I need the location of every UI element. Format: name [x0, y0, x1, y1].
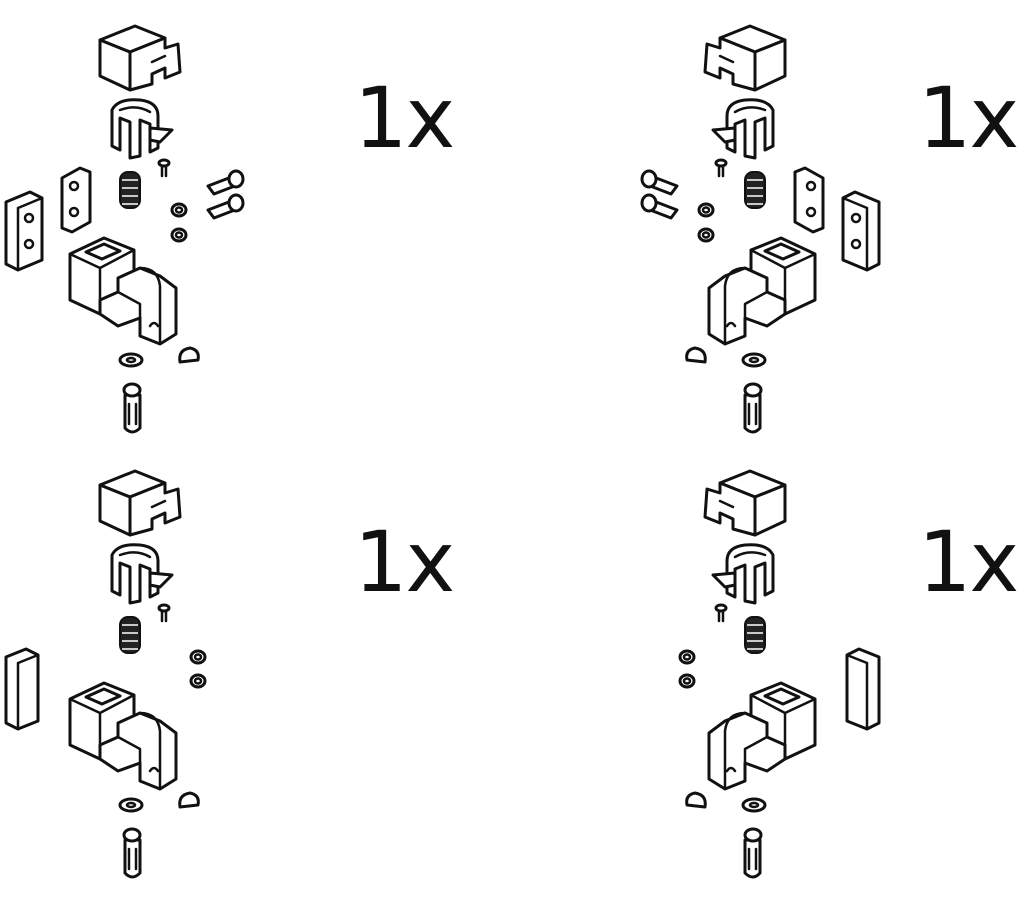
- cap-cube: [703, 469, 787, 537]
- hinge-bolt: [743, 827, 763, 879]
- spacer-block: [4, 190, 44, 272]
- end-block: [4, 647, 40, 731]
- assembly-layer: [4, 24, 881, 879]
- compression-spring: [744, 616, 766, 654]
- spring-clip: [110, 543, 174, 605]
- hinge-base-block: [68, 681, 178, 791]
- compression-spring: [744, 171, 766, 209]
- single-block-group: [4, 647, 207, 731]
- hinge-base-block: [68, 236, 178, 346]
- small-screw: [157, 158, 171, 178]
- mounting-plate-screws-group: [640, 166, 881, 272]
- small-screw: [714, 603, 728, 623]
- hinge-bolt: [122, 382, 142, 434]
- small-screw: [157, 603, 171, 623]
- hex-nut: [189, 649, 207, 689]
- half-pin: [178, 791, 200, 809]
- washer: [741, 797, 767, 813]
- mounting-plate: [793, 166, 825, 234]
- hinge-bolt: [743, 382, 763, 434]
- half-pin: [685, 791, 707, 809]
- hinge-base-block: [707, 681, 817, 791]
- mounting-screw: [640, 169, 679, 220]
- washer: [118, 352, 144, 368]
- spring-clip: [711, 543, 775, 605]
- cap-cube: [703, 24, 787, 92]
- washer: [741, 352, 767, 368]
- hinge-assembly-kit: [4, 24, 245, 434]
- half-pin: [685, 346, 707, 364]
- single-block-group: [678, 647, 881, 731]
- quantity-label: 1x: [918, 69, 1019, 167]
- cap-cube: [98, 469, 182, 537]
- cap-cube: [98, 24, 182, 92]
- spacer-block: [841, 190, 881, 272]
- mounting-screw: [206, 169, 245, 220]
- hinge-assembly-kit: [4, 469, 207, 879]
- compression-spring: [119, 616, 141, 654]
- hinge-assembly-kit: [678, 469, 881, 879]
- spring-clip: [711, 98, 775, 160]
- spring-clip: [110, 98, 174, 160]
- hex-nut: [678, 649, 696, 689]
- end-block: [845, 647, 881, 731]
- compression-spring: [119, 171, 141, 209]
- hex-nut: [697, 202, 715, 243]
- mounting-plate-screws-group: [4, 166, 245, 272]
- quantity-label: 1x: [354, 513, 455, 611]
- hinge-base-block: [707, 236, 817, 346]
- mounting-plate: [60, 166, 92, 234]
- hinge-bolt: [122, 827, 142, 879]
- washer: [118, 797, 144, 813]
- quantity-label: 1x: [354, 69, 455, 167]
- hinge-assembly-kit: [640, 24, 881, 434]
- half-pin: [178, 346, 200, 364]
- quantity-label: 1x: [918, 513, 1019, 611]
- hex-nut: [170, 202, 188, 243]
- small-screw: [714, 158, 728, 178]
